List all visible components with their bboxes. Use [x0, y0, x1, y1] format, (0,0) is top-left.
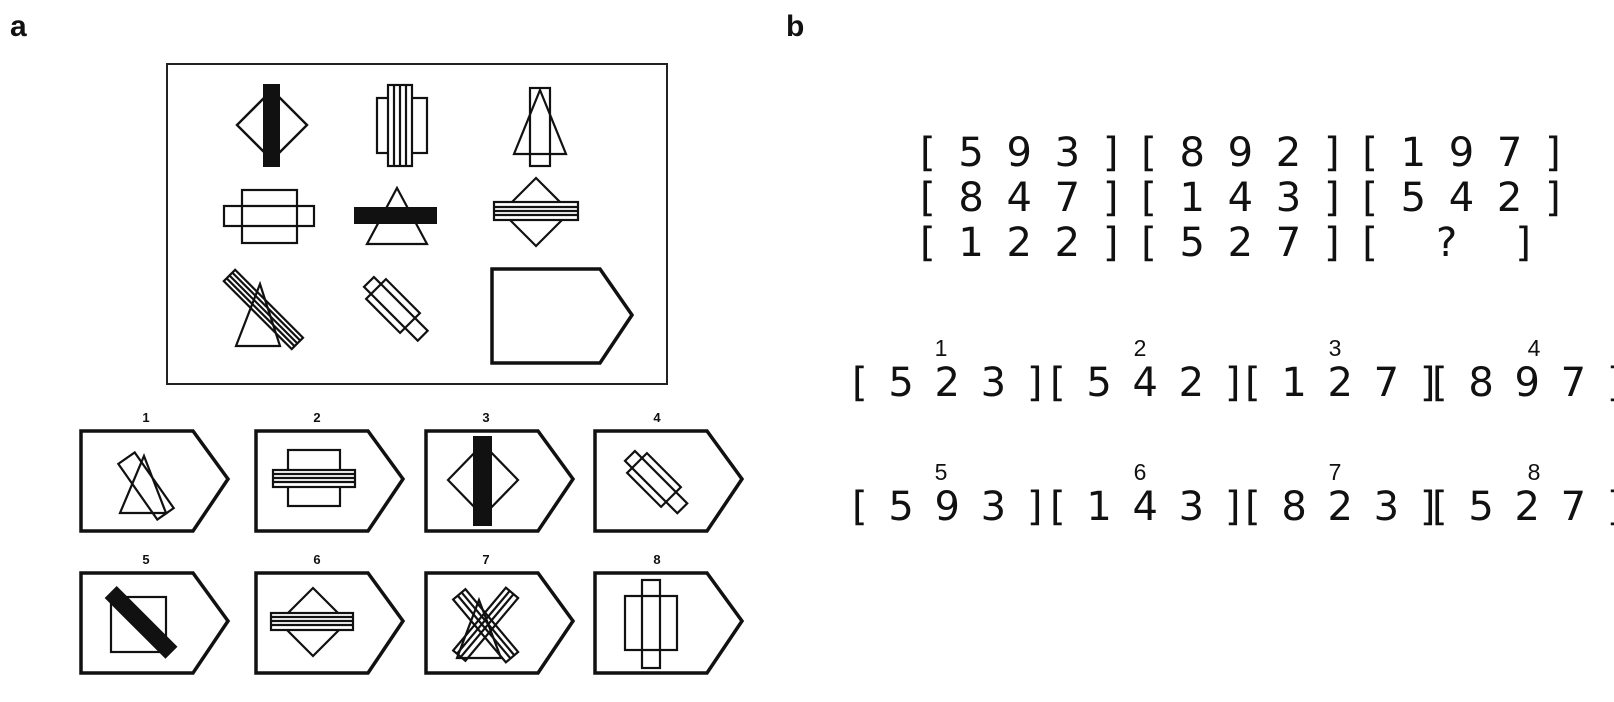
number-option-label-2: 2 [1133, 335, 1147, 361]
panel-label-b: b [786, 10, 805, 43]
matrix-cell-6-diamond-striped-bar [492, 176, 580, 248]
matrix-cell-8-diamond-diagonal-bar [362, 275, 430, 343]
answer-placeholder-box [490, 267, 635, 365]
option-number-8: 8 [653, 552, 661, 567]
option-number-1: 1 [142, 410, 150, 425]
number-option-4[interactable]: [ 8 9 7 ] [1432, 360, 1614, 406]
number-option-6[interactable]: [ 1 4 3 ] [1050, 484, 1245, 530]
number-option-1[interactable]: [ 5 2 3 ] [852, 360, 1047, 406]
number-option-label-3: 3 [1328, 335, 1342, 361]
number-option-label-8: 8 [1527, 459, 1541, 485]
number-option-2[interactable]: [ 5 4 2 ] [1050, 360, 1245, 406]
option-3-figure[interactable] [423, 428, 578, 538]
matrix-cell-2-square-striped-bar [375, 83, 429, 168]
number-option-7[interactable]: [ 8 2 3 ] [1245, 484, 1440, 530]
matrix-cell-4-square-bar [222, 188, 316, 245]
number-matrix-row-2: [ 8 4 7 ] [ 1 4 3 ] [ 5 4 2 ] [920, 175, 1566, 221]
matrix-cell-1-diamond-solid-bar [235, 84, 309, 167]
number-option-label-6: 6 [1133, 459, 1147, 485]
number-option-label-4: 4 [1527, 335, 1541, 361]
option-number-4: 4 [653, 410, 661, 425]
number-option-5[interactable]: [ 5 9 3 ] [852, 484, 1047, 530]
number-option-label-1: 1 [934, 335, 948, 361]
option-number-6: 6 [313, 552, 321, 567]
option-6-figure[interactable] [253, 570, 408, 680]
number-matrix-row-3: [ 1 2 2 ] [ 5 2 7 ] [ ? ] [920, 220, 1536, 266]
option-4-figure[interactable] [592, 428, 747, 538]
panel-label-a: a [10, 10, 27, 43]
option-number-5: 5 [142, 552, 150, 567]
number-option-label-5: 5 [934, 459, 948, 485]
option-2-figure[interactable] [253, 428, 408, 538]
number-option-8[interactable]: [ 5 2 7 ] [1432, 484, 1614, 530]
number-matrix-row-1: [ 5 9 3 ] [ 8 9 2 ] [ 1 9 7 ] [920, 130, 1566, 176]
option-number-3: 3 [482, 410, 490, 425]
option-5-figure[interactable] [78, 570, 233, 680]
figural-matrix-frame [166, 63, 668, 385]
matrix-cell-3-triangle-bar [512, 86, 568, 168]
matrix-cell-5-triangle-solid-bar [354, 185, 437, 246]
option-8-figure[interactable] [592, 570, 747, 680]
number-option-3[interactable]: [ 1 2 7 ] [1245, 360, 1440, 406]
matrix-cell-7-triangle-diagonal-striped-bar [222, 268, 305, 351]
option-number-7: 7 [482, 552, 490, 567]
number-option-label-7: 7 [1328, 459, 1342, 485]
option-1-figure[interactable] [78, 428, 233, 538]
option-7-figure[interactable] [423, 570, 578, 680]
option-number-2: 2 [313, 410, 321, 425]
